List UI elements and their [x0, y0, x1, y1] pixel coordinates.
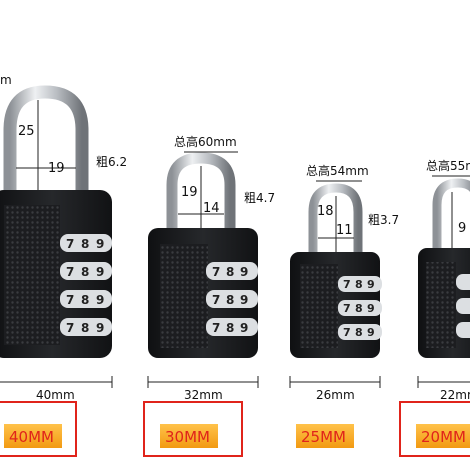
lock-1-size-badge [4, 424, 62, 448]
lock-1-highlight-box [0, 401, 77, 457]
lock-3-size-badge [296, 424, 354, 448]
lock-3-dial-1-digit-1: 7 [343, 278, 351, 291]
lock-1-dial-2-digit-2: 8 [81, 265, 89, 279]
lock-2-size-badge-text: 30MM [165, 428, 210, 446]
lock-1-thickness-label: 粗6.2 [96, 155, 127, 169]
lock-1-dial-1-digit-2: 8 [81, 237, 89, 251]
lock-2-dial-1-digit-1: 7 [212, 265, 220, 279]
lock-4-dials [456, 274, 470, 338]
lock-2-thickness-label: 粗4.7 [244, 191, 275, 205]
lock-3-grip [300, 264, 338, 348]
lock-1-dial-3-digit-2: 8 [81, 293, 89, 307]
lock-2-dial-2-digit-1: 7 [212, 293, 220, 307]
lock-4-width-label: 22mm [440, 388, 470, 402]
lock-1-shackle-height-label: 25 [18, 124, 35, 139]
lock-3-dials: 7 8 9 7 8 9 7 8 9 [338, 276, 382, 340]
lock-1-dial-1-digit-3: 9 [96, 237, 104, 251]
lock-2-dial-1-digit-2: 8 [226, 265, 234, 279]
lock-2-size-badge [160, 424, 218, 448]
lock-4: 总高55m 9 22mm 20MM [399, 158, 470, 457]
lock-1-shackle-width-label: 19 [48, 161, 65, 176]
lock-2-total-height-label: 总高60mm [174, 134, 237, 149]
lock-2-width-label: 32mm [184, 388, 223, 402]
lock-3-total-height-label: 总高54mm [306, 163, 369, 178]
lock-3-dial-2-digit-3: 9 [367, 302, 375, 315]
lock-1-dial-3-digit-1: 7 [66, 293, 74, 307]
lock-2-dials: 7 8 9 7 8 9 7 8 9 [206, 262, 258, 336]
lock-2-dial-3-digit-1: 7 [212, 321, 220, 335]
lock-2-shackle [166, 152, 236, 246]
lock-1-width-label: 40mm [36, 388, 75, 402]
lock-4-size-badge [416, 424, 470, 448]
lock-4-grip [426, 262, 456, 348]
lock-1-shackle [3, 85, 89, 207]
lock-2-shackle-width-label: 14 [203, 201, 220, 216]
lock-2-shackle-height-label: 19 [181, 185, 198, 200]
lock-1-dial-4-digit-2: 8 [81, 321, 89, 335]
lock-2-dial-2-digit-3: 9 [240, 293, 248, 307]
lock-2-dial-3-digit-2: 8 [226, 321, 234, 335]
lock-4-highlight-box [399, 401, 470, 457]
lock-4-shackle-height-label: 9 [458, 221, 466, 236]
lock-2-grip [160, 244, 208, 348]
lock-3-shackle-width-label: 11 [336, 223, 353, 238]
lock-3-dial-2-digit-2: 8 [355, 302, 363, 315]
lock-3-dial-2-digit-1: 7 [343, 302, 351, 315]
lock-3-dial-1-digit-3: 9 [367, 278, 375, 291]
lock-1-dials: 7 8 9 7 8 9 7 8 9 7 8 9 [60, 234, 112, 336]
lock-2-dial-1-digit-3: 9 [240, 265, 248, 279]
lock-3-dial-3-digit-2: 8 [355, 326, 363, 339]
lock-1-dial-3-digit-3: 9 [96, 293, 104, 307]
lock-1-total-height-label: m [0, 73, 12, 87]
lock-4-total-height-label: 总高55m [426, 158, 470, 173]
lock-1-dial-1-digit-1: 7 [66, 237, 74, 251]
lock-3: 总高54mm 18 11 粗3.7 7 8 9 7 8 9 7 8 9 26mm… [289, 163, 399, 448]
lock-3-dial-3-digit-3: 9 [367, 326, 375, 339]
lock-1-dial-2-digit-1: 7 [66, 265, 74, 279]
lock-1-dial-4-digit-1: 7 [66, 321, 74, 335]
lock-2-dial-3-digit-3: 9 [240, 321, 248, 335]
lock-2-dial-2-digit-2: 8 [226, 293, 234, 307]
lock-3-thickness-label: 粗3.7 [368, 213, 399, 227]
lock-3-shackle-height-label: 18 [317, 204, 334, 219]
lock-3-dial-1-digit-2: 8 [355, 278, 363, 291]
lock-1: 25 19 粗6.2 m 7 8 9 7 8 9 7 8 9 7 8 9 40m… [0, 73, 127, 457]
lock-1-size-badge-text: 40MM [9, 428, 54, 446]
lock-4-shackle [432, 178, 470, 260]
lock-2-highlight-box [143, 401, 243, 457]
lock-1-dial-2-digit-3: 9 [96, 265, 104, 279]
lock-3-width-label: 26mm [316, 388, 355, 402]
lock-3-shackle [308, 183, 363, 265]
lock-4-size-badge-text: 20MM [421, 428, 466, 446]
lock-2: 总高60mm 19 14 粗4.7 7 8 9 7 8 9 7 8 9 32mm [143, 134, 275, 457]
lock-1-grip [4, 205, 60, 345]
lock-3-size-badge-text: 25MM [301, 428, 346, 446]
lock-3-dial-3-digit-1: 7 [343, 326, 351, 339]
lock-1-dial-4-digit-3: 9 [96, 321, 104, 335]
